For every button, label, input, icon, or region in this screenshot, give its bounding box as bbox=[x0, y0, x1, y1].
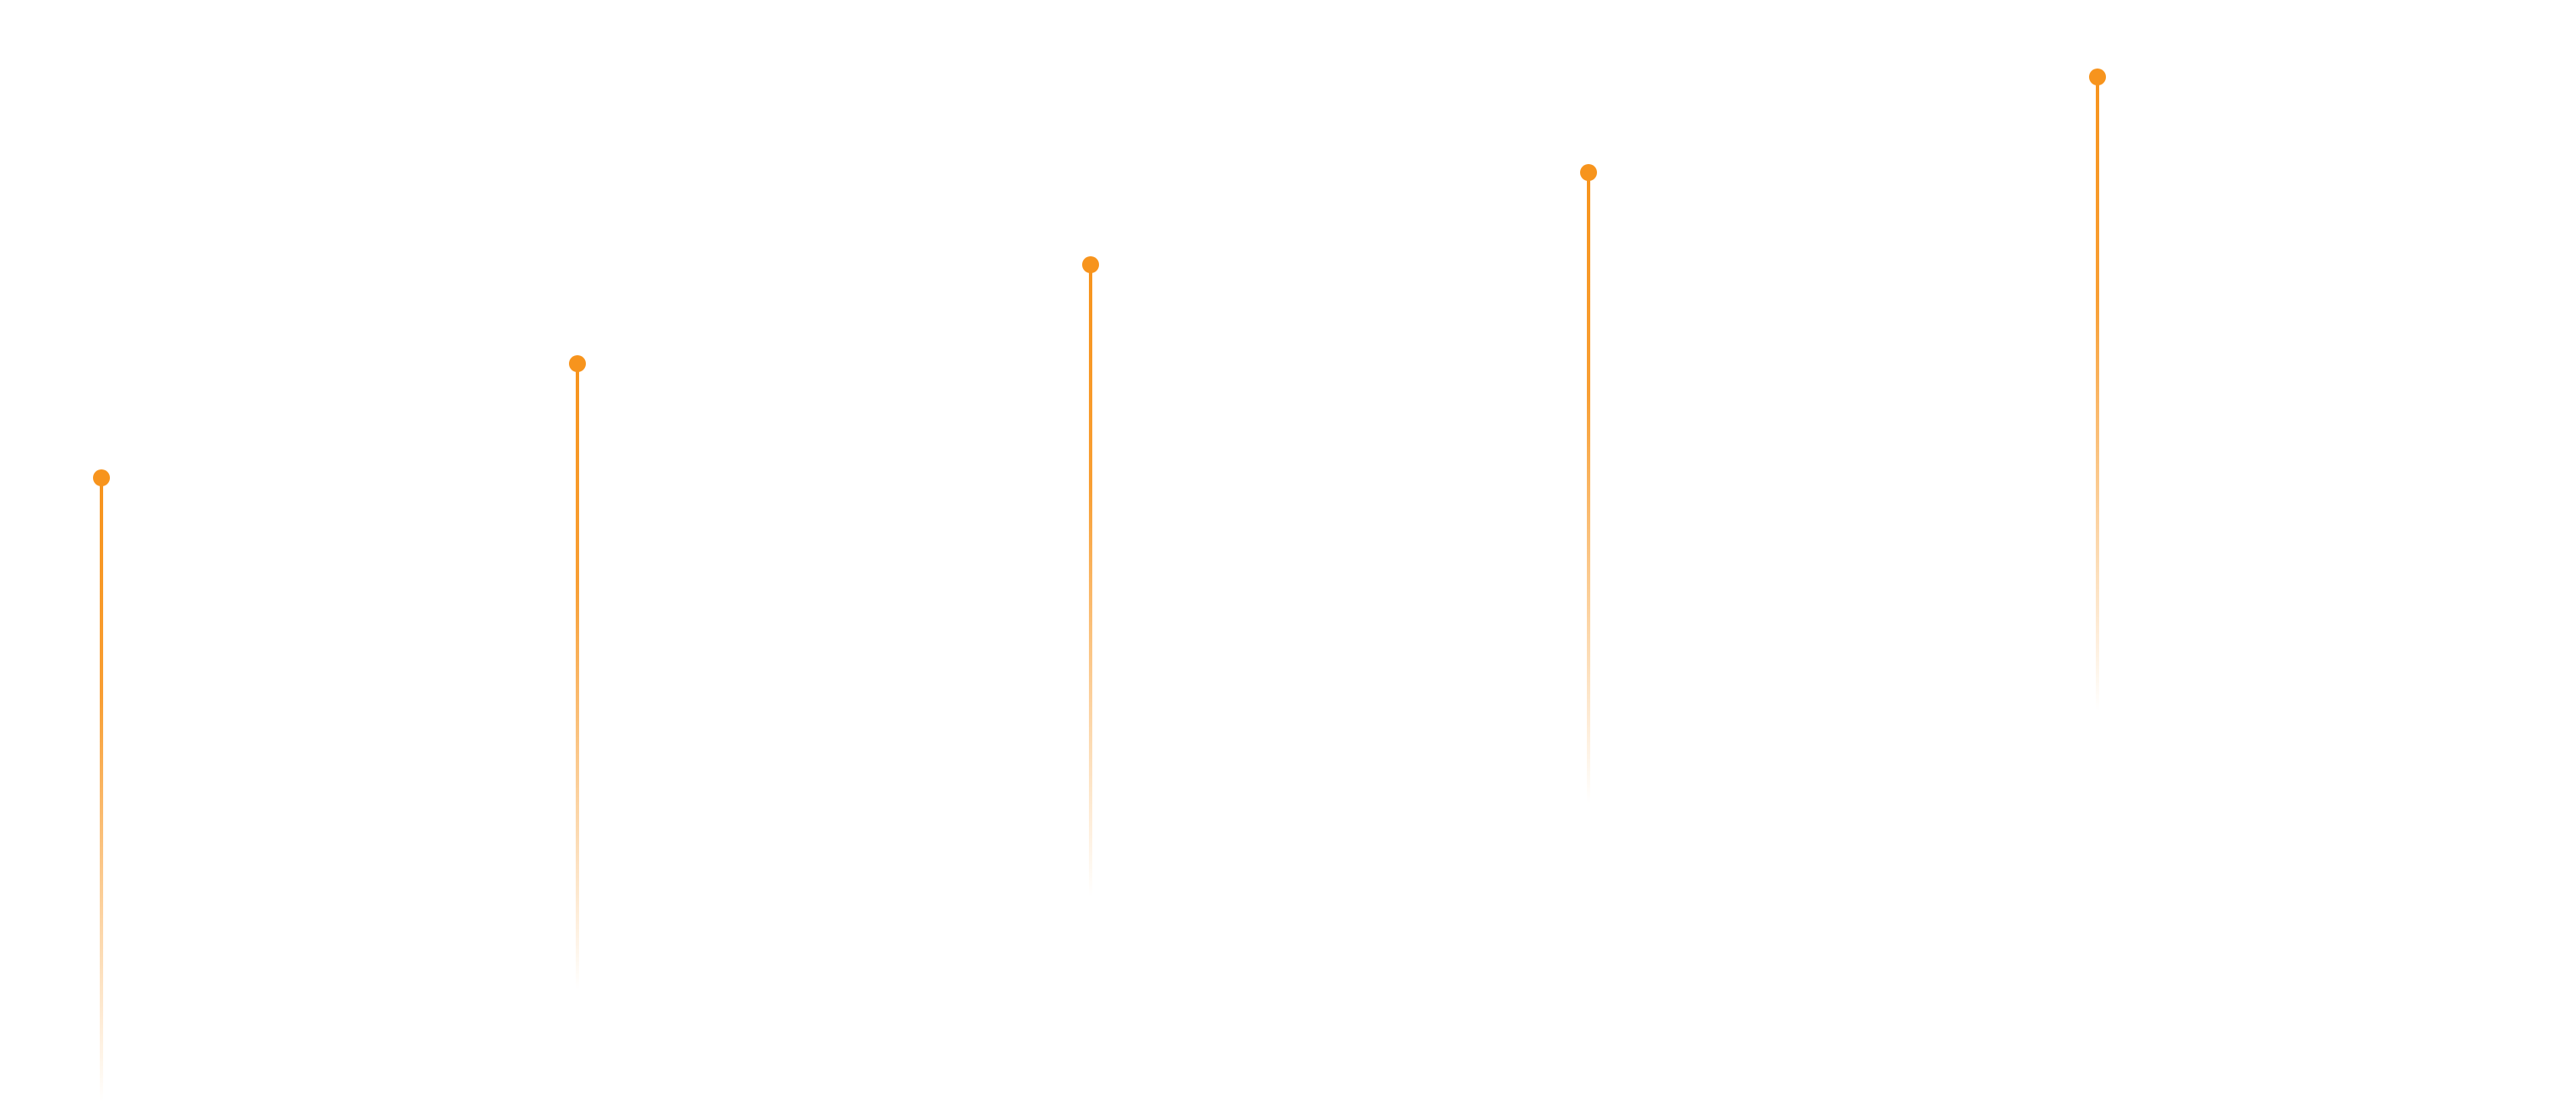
pin-stem bbox=[576, 364, 579, 990]
pin-dot bbox=[569, 355, 586, 372]
pin-stem bbox=[1587, 173, 1590, 803]
pin-stem bbox=[1089, 265, 1092, 896]
pin-dot bbox=[93, 469, 110, 486]
pin-dot bbox=[2089, 69, 2106, 85]
pin-dot bbox=[1580, 164, 1597, 181]
pin-marker bbox=[569, 355, 586, 990]
pin-marker bbox=[1580, 164, 1597, 803]
pin-marker bbox=[93, 469, 110, 1102]
pin-marker bbox=[1082, 256, 1099, 896]
pin-stem bbox=[2096, 77, 2099, 710]
pin-marker bbox=[2089, 69, 2106, 710]
pin-stem bbox=[100, 478, 103, 1102]
pin-dot bbox=[1082, 256, 1099, 273]
pins-layer bbox=[93, 69, 2106, 1102]
